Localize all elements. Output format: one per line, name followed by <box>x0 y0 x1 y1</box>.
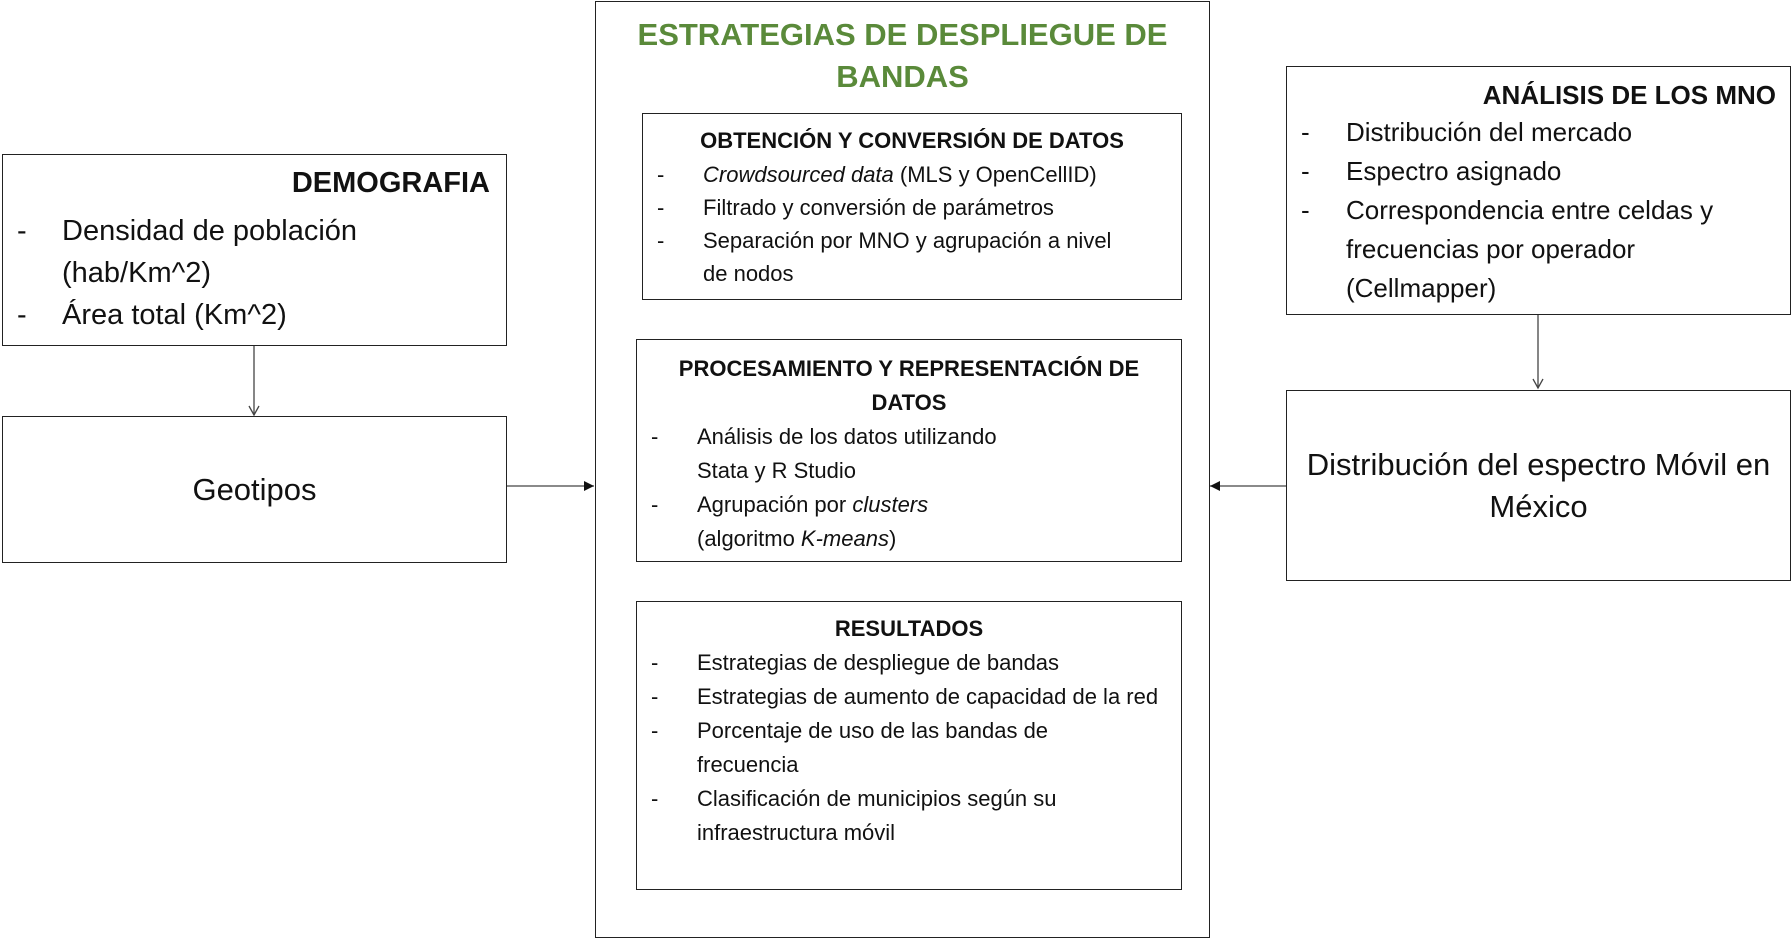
espectro-box: Distribución del espectro Móvil en Méxic… <box>1286 390 1791 581</box>
strategy-title: ESTRATEGIAS DE DESPLIEGUE DE BANDAS <box>637 17 1168 94</box>
list-item: - Crowdsourced data (MLS y OpenCellID) <box>657 158 1167 191</box>
resultados-list: - Estrategias de despliegue de bandas - … <box>651 646 1167 850</box>
procesamiento-list: - Análisis de los datos utilizando Stata… <box>651 420 1167 556</box>
bullet-dash: - <box>651 718 659 743</box>
obtencion-list: - Crowdsourced data (MLS y OpenCellID) -… <box>657 158 1167 290</box>
bullet-dash: - <box>657 162 665 187</box>
bullet-dash: - <box>657 195 665 220</box>
list-item: - Distribución del mercado <box>1301 113 1776 152</box>
demografia-box: DEMOGRAFIA - Densidad de población (hab/… <box>2 154 507 346</box>
bullet-dash: - <box>17 299 27 331</box>
bullet-dash: - <box>651 786 659 811</box>
geotipos-box: Geotipos <box>2 416 507 563</box>
bullet-dash: - <box>651 424 659 449</box>
demografia-list: - Densidad de población (hab/Km^2) - Áre… <box>17 210 490 336</box>
bullet-dash: - <box>1301 195 1310 225</box>
list-item: - Espectro asignado <box>1301 152 1776 191</box>
bullet-dash: - <box>17 215 27 247</box>
list-item: - Estrategias de despliegue de bandas <box>651 646 1167 680</box>
list-item: - Análisis de los datos utilizando Stata… <box>651 420 1167 488</box>
list-item: - Agrupación por clusters (algoritmo K-m… <box>651 488 1167 556</box>
mno-list: - Distribución del mercado - Espectro as… <box>1301 113 1776 308</box>
espectro-label: Distribución del espectro Móvil en Méxic… <box>1306 446 1771 524</box>
bullet-dash: - <box>1301 117 1310 147</box>
obtencion-title: OBTENCIÓN Y CONVERSIÓN DE DATOS <box>700 128 1124 153</box>
list-item: - Filtrado y conversión de parámetros <box>657 191 1167 224</box>
list-item: - Densidad de población (hab/Km^2) <box>17 210 490 294</box>
list-item: - Correspondencia entre celdas y frecuen… <box>1301 191 1776 308</box>
mno-box: ANÁLISIS DE LOS MNO - Distribución del m… <box>1286 66 1791 315</box>
list-item: - Separación por MNO y agrupación a nive… <box>657 224 1167 290</box>
obtencion-box: OBTENCIÓN Y CONVERSIÓN DE DATOS - Crowds… <box>642 113 1182 300</box>
bullet-dash: - <box>1301 156 1310 186</box>
list-item: - Clasificación de municipios según su i… <box>651 782 1167 850</box>
mno-title: ANÁLISIS DE LOS MNO <box>1482 80 1776 110</box>
list-item: - Área total (Km^2) <box>17 294 490 336</box>
bullet-dash: - <box>651 650 659 675</box>
list-item: - Estrategias de aumento de capacidad de… <box>651 680 1167 714</box>
resultados-title: RESULTADOS <box>834 616 984 641</box>
geotipos-label: Geotipos <box>192 471 317 507</box>
resultados-box: RESULTADOS - Estrategias de despliegue d… <box>636 601 1182 890</box>
procesamiento-box: PROCESAMIENTO Y REPRESENTACIÓN DE DATOS … <box>636 339 1182 562</box>
bullet-dash: - <box>651 684 659 709</box>
procesamiento-title: PROCESAMIENTO Y REPRESENTACIÓN DE DATOS <box>678 356 1140 415</box>
bullet-dash: - <box>651 492 659 517</box>
demografia-title: DEMOGRAFIA <box>291 167 490 199</box>
list-item: - Porcentaje de uso de las bandas de fre… <box>651 714 1167 782</box>
bullet-dash: - <box>657 228 665 253</box>
